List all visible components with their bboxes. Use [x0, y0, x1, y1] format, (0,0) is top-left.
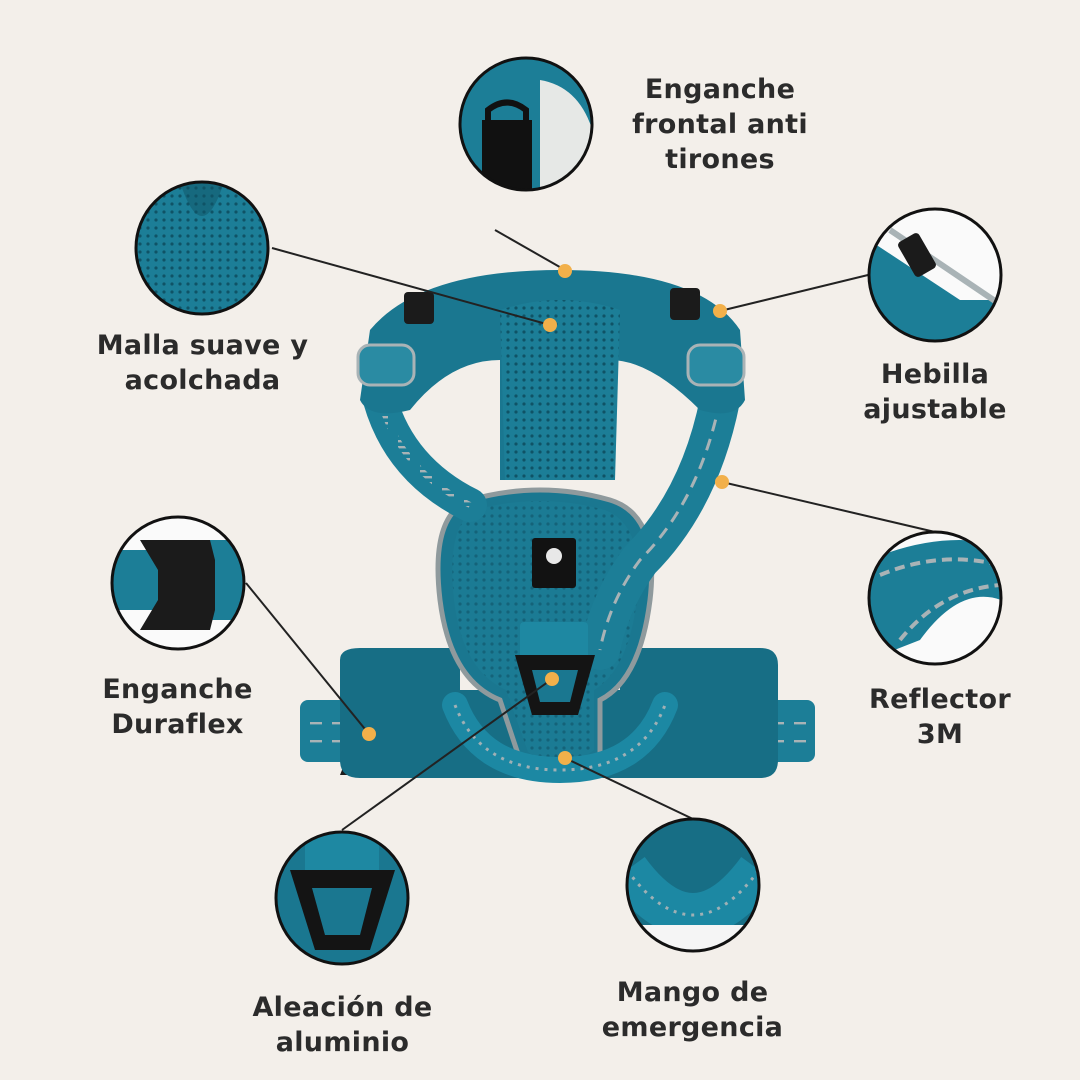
feature-label-buckle-adjust: Hebilla ajustable — [863, 359, 1007, 425]
feature-label-mesh: Malla suave y acolchada — [96, 330, 309, 396]
feature-label-handle: Mango de emergencia — [601, 977, 784, 1043]
aluminum-ring-closeup-icon — [274, 830, 410, 966]
feature-label-reflector: Reflector 3M — [869, 684, 1011, 750]
handle-closeup-icon — [625, 817, 761, 953]
front-clip-closeup-icon — [458, 56, 594, 192]
feature-label-front-clip: Enganche frontal anti tirones — [632, 74, 808, 175]
reflective-strap-closeup-icon — [867, 530, 1003, 666]
adjustable-buckle-closeup-icon — [867, 207, 1003, 343]
harness — [300, 270, 815, 784]
callout-dots — [362, 264, 729, 765]
feature-label-duraflex: Enganche Duraflex — [102, 674, 253, 740]
leader-lines — [245, 229, 936, 831]
duraflex-buckle-closeup-icon — [110, 515, 246, 651]
feature-label-alloy: Aleación de aluminio — [252, 992, 433, 1058]
mesh-closeup-icon — [134, 180, 270, 316]
